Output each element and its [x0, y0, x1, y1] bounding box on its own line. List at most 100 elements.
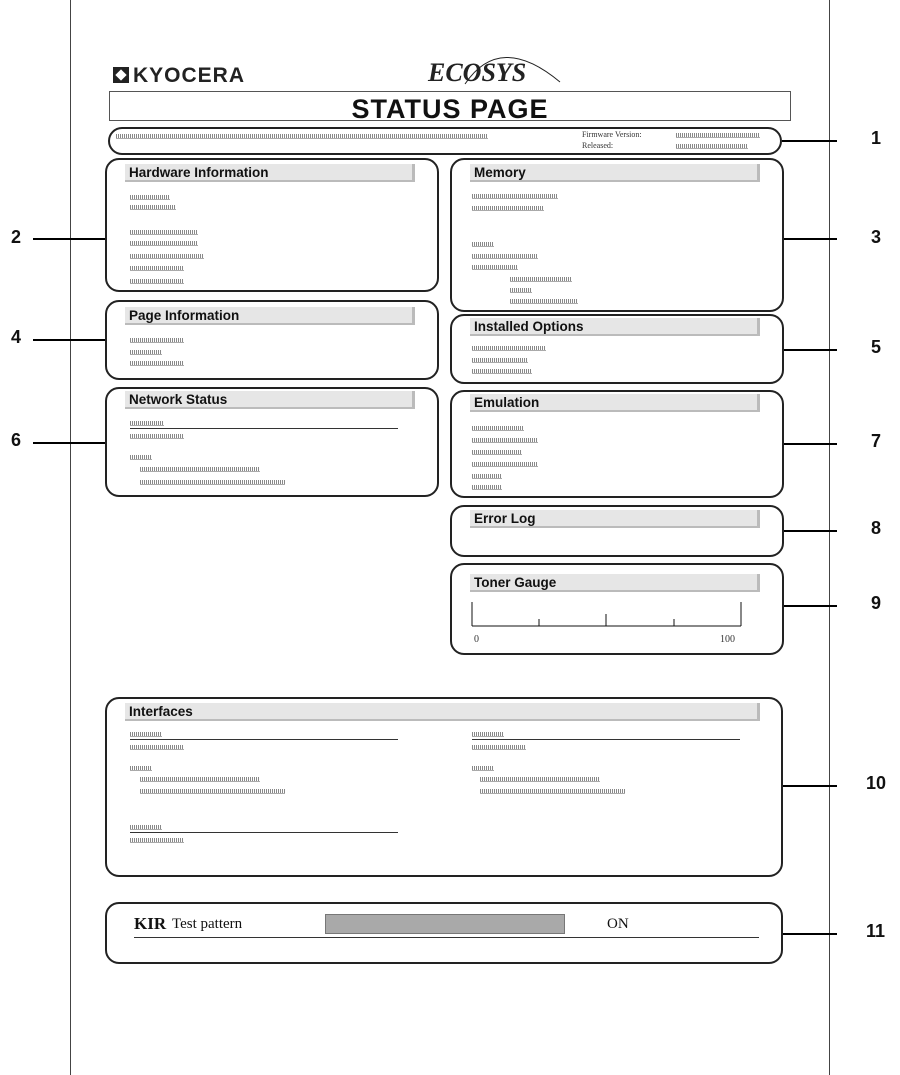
callout-line-11 [783, 933, 837, 935]
dots [130, 241, 198, 246]
emulation-header: Emulation [470, 394, 760, 412]
dots [472, 474, 502, 479]
dots [510, 288, 532, 293]
dots [480, 777, 600, 782]
page-title: STATUS PAGE [351, 94, 549, 124]
dots [510, 299, 578, 304]
brand-text: KYOCERA [133, 64, 246, 87]
dots [130, 230, 198, 235]
dots [472, 358, 528, 363]
callout-line-4 [33, 339, 105, 341]
dots [472, 438, 538, 443]
divider [130, 832, 398, 833]
kir-status: ON [607, 916, 629, 932]
toner-max-label: 100 [720, 634, 735, 645]
dots [472, 462, 538, 467]
dots [130, 338, 184, 343]
dots [472, 485, 502, 490]
dots [130, 266, 184, 271]
toner-gauge-scale [471, 602, 742, 627]
divider [130, 428, 398, 429]
kyocera-logo: KYOCERA [113, 64, 245, 88]
callout-5: 5 [871, 337, 882, 357]
callout-6: 6 [11, 430, 22, 450]
dots [130, 350, 162, 355]
dots [472, 346, 546, 351]
dots [140, 480, 285, 485]
dots [472, 426, 524, 431]
dots [130, 361, 184, 366]
dots [472, 194, 558, 199]
callout-11: 11 [866, 921, 886, 941]
kir-test-pattern-bar [325, 914, 565, 934]
dots [130, 766, 152, 771]
toner-min-label: 0 [474, 634, 479, 645]
callout-line-7 [784, 443, 837, 445]
callout-line-1 [782, 140, 837, 142]
released-value [676, 144, 748, 149]
dots [140, 789, 285, 794]
toner-gauge-header: Toner Gauge [470, 574, 760, 592]
callout-8: 8 [871, 518, 882, 538]
callout-line-6 [33, 442, 105, 444]
error-log-header: Error Log [470, 510, 760, 528]
kir-label: KIR [134, 914, 167, 933]
dots [130, 732, 162, 737]
callout-1: 1 [871, 128, 882, 148]
callout-4: 4 [11, 327, 22, 347]
dots [472, 369, 532, 374]
kyocera-mark-icon [113, 67, 129, 83]
callout-line-2 [33, 238, 105, 240]
dots [130, 195, 170, 200]
callout-2: 2 [11, 227, 22, 247]
dots [472, 265, 518, 270]
kir-underline [134, 937, 759, 938]
callout-3: 3 [871, 227, 882, 247]
firmware-dots [116, 134, 488, 139]
dots [130, 838, 184, 843]
installed-options-header: Installed Options [470, 318, 760, 336]
dots [480, 789, 625, 794]
dots [510, 277, 572, 282]
dots [140, 777, 260, 782]
callout-line-8 [784, 530, 837, 532]
network-status-header: Network Status [125, 391, 415, 409]
interfaces-header: Interfaces [125, 703, 760, 721]
ecosys-logo: ECOSYS [428, 58, 526, 88]
dots [130, 455, 152, 460]
callout-line-3 [784, 238, 837, 240]
firmware-label: Firmware Version: [582, 130, 642, 139]
callout-line-9 [784, 605, 837, 607]
released-label: Released: [582, 141, 614, 150]
kir-pattern-label: Test pattern [172, 916, 243, 932]
dots [472, 254, 538, 259]
divider [130, 739, 398, 740]
firmware-box [108, 127, 782, 155]
dots [130, 745, 184, 750]
interfaces-box [105, 697, 783, 877]
dots [130, 279, 184, 284]
dots [472, 242, 494, 247]
product-logo-text: ECOSYS [428, 58, 527, 87]
status-page-sheet [70, 0, 830, 1075]
callout-line-5 [784, 349, 837, 351]
title-frame [109, 91, 791, 121]
dots [130, 434, 184, 439]
dots [472, 206, 544, 211]
dots [130, 421, 164, 426]
callout-line-10 [783, 785, 837, 787]
dots [130, 825, 162, 830]
dots [472, 745, 526, 750]
firmware-value [676, 133, 760, 138]
dots [472, 732, 504, 737]
memory-header: Memory [470, 164, 760, 182]
page-info-header: Page Information [125, 307, 415, 325]
memory-box [450, 158, 784, 312]
dots [472, 450, 522, 455]
ecosys-arc-icon [464, 57, 561, 85]
dots [130, 205, 176, 210]
callout-10: 10 [866, 773, 887, 793]
dots [140, 467, 260, 472]
callout-9: 9 [871, 593, 882, 613]
callout-7: 7 [871, 431, 882, 451]
